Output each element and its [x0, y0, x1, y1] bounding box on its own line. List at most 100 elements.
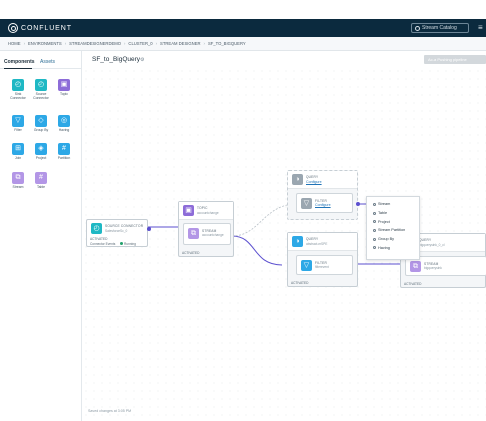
node-type-label: TOPIC [197, 206, 208, 210]
component-filter[interactable]: ▽ Filter [8, 115, 28, 132]
menu-item-stream[interactable]: Stream [367, 200, 419, 209]
node-type-label: SOURCE CONNECTOR [105, 224, 144, 228]
topic-node[interactable]: ▣ TOPIC accountchange [179, 202, 233, 220]
stream-node-right[interactable]: ⧉ STREAM bigquerysink [405, 256, 486, 276]
tab-assets[interactable]: Assets [40, 59, 56, 65]
settings-icon[interactable]: ≡ [478, 23, 483, 32]
breadcrumb-separator: › [155, 41, 158, 46]
table-icon: # [35, 172, 47, 184]
menu-item-table[interactable]: Table [367, 209, 419, 218]
source-connector-node[interactable]: ◴ SOURCE CONNECTOR SalesforceSc_0 ACTIVA… [86, 219, 151, 247]
component-table[interactable]: # Table [31, 172, 51, 189]
node-type-label: FILTER [315, 261, 327, 265]
query-header: ◑ QUERY Configure [288, 171, 357, 189]
stream-icon: ⧉ [188, 228, 199, 239]
component-topic[interactable]: ▣ Topic [54, 79, 74, 96]
breadcrumb-environment[interactable]: STREAMDESIGNERDEMO [69, 41, 122, 46]
connector-status-text: Running [124, 242, 136, 246]
component-label: Topic [60, 92, 68, 96]
menu-item-project[interactable]: Project [367, 217, 419, 226]
running-status-dot [120, 242, 123, 245]
breadcrumb-separator: › [203, 41, 205, 46]
node-name: bigquerysink_0_cl [419, 243, 445, 247]
breadcrumb: HOME› ENVIRONMENTS› STREAMDESIGNERDEMO› … [0, 37, 486, 51]
output-port[interactable] [147, 227, 151, 231]
topic-icon: ▣ [58, 79, 70, 91]
configure-filter-link[interactable]: Configure [315, 203, 331, 207]
component-stream[interactable]: ⧉ Stream [8, 172, 28, 189]
sidebar-tabs: Components Assets [0, 57, 82, 69]
breadcrumb-home[interactable]: HOME [8, 41, 21, 46]
breadcrumb-environments[interactable]: ENVIRONMENTS [27, 41, 62, 46]
component-label: Source Connector [33, 92, 49, 100]
node-type-label: QUERY [419, 238, 432, 242]
stream-catalog-search[interactable]: Stream Catalog [411, 23, 469, 33]
add-component-menu: Stream Table Project Stream Partition Gr… [366, 196, 420, 260]
menu-item-having[interactable]: Having [367, 243, 419, 252]
component-label: Sink Connector [10, 92, 26, 100]
pipeline-canvas[interactable]: SF_to_BigQuery ⚙ Ac-a Pushing pipeline ◴… [82, 51, 486, 421]
components-sidebar: Components Assets ◴ Sink Connector ◴ Sou… [0, 51, 82, 421]
node-state: ACTIVATED [291, 281, 309, 285]
component-having[interactable]: ◎ Having [54, 115, 74, 132]
menu-item-label: Stream Partition [378, 228, 406, 233]
plug-icon: ◴ [91, 223, 102, 234]
component-source-connector[interactable]: ◴ Source Connector [31, 79, 51, 100]
component-label: Join [14, 156, 22, 160]
filter-icon: ▽ [301, 198, 312, 209]
breadcrumb-cluster[interactable]: CLUSTER_0 [128, 41, 153, 46]
component-label: Project [35, 156, 47, 160]
plug-icon: ◴ [12, 79, 24, 91]
menu-item-group-by[interactable]: Group By [367, 235, 419, 244]
tab-components[interactable]: Components [4, 59, 35, 65]
menu-item-label: Table [378, 211, 388, 216]
pipeline-settings-icon[interactable]: ⚙ [140, 57, 145, 63]
output-port[interactable] [356, 202, 360, 206]
node-name: accountchange [197, 211, 219, 215]
node-state: ACTIVATED [404, 282, 422, 286]
query-icon: ◑ [292, 174, 303, 185]
pipeline-connections [148, 203, 400, 266]
connector-status: Running [117, 242, 136, 246]
query-node-right[interactable]: ◑ QUERY bigquerysink_0_cl ⧉ STREAM bigqu… [400, 233, 486, 288]
node-state: ACTIVATED [90, 237, 108, 241]
breadcrumb-separator: › [124, 41, 126, 46]
component-label: Partition [57, 156, 71, 160]
query-header: ◑ QUERY abstract-mSPE [288, 233, 357, 251]
configure-query-link[interactable]: Configure [306, 180, 322, 184]
component-group-by[interactable]: ◇ Group By [31, 115, 51, 132]
breadcrumb-stream-designer[interactable]: STREAM DESIGNER [160, 41, 201, 46]
menu-item-label: Having [378, 245, 390, 250]
filter-icon: ▽ [301, 260, 312, 271]
plug-icon: ◴ [35, 79, 47, 91]
partition-icon: # [58, 143, 70, 155]
having-icon [373, 246, 376, 250]
top-navigation-bar: CONFLUENT Stream Catalog ≡ [0, 19, 486, 37]
node-name: filterevent [315, 265, 329, 269]
pipeline-title: SF_to_BigQuery [92, 56, 141, 63]
component-partition[interactable]: # Partition [54, 143, 74, 160]
node-type-label: FILTER [315, 199, 327, 203]
search-placeholder: Stream Catalog [422, 25, 457, 31]
component-project[interactable]: ◈ Project [31, 143, 51, 160]
node-name: SalesforceSc_0 [105, 229, 128, 233]
activate-pipeline-button[interactable]: Ac-a Pushing pipeline [424, 55, 486, 64]
menu-item-label: Group By [378, 237, 395, 242]
query-node[interactable]: ◑ QUERY abstract-mSPE ▽ FILTER filtereve… [287, 232, 358, 287]
topic-stream-group[interactable]: ▣ TOPIC accountchange ⧉ STREAM accountch… [178, 201, 234, 257]
node-type-label: QUERY [306, 175, 319, 179]
component-sink-connector[interactable]: ◴ Sink Connector [8, 79, 28, 100]
component-join[interactable]: ⊞ Join [8, 143, 28, 160]
stream-node[interactable]: ⧉ STREAM accountchange [183, 223, 231, 245]
confluent-logo[interactable]: CONFLUENT [8, 23, 72, 33]
filter-node-unconfigured[interactable]: ▽ FILTER Configure [296, 193, 353, 213]
filter-node[interactable]: ▽ FILTER filterevent [296, 255, 353, 275]
menu-item-stream-partition[interactable]: Stream Partition [367, 226, 419, 235]
query-node-unconfigured[interactable]: ◑ QUERY Configure ▽ FILTER Configure [287, 170, 360, 220]
connector-events-link[interactable]: Connector Events [90, 242, 116, 246]
stream-icon: ⧉ [410, 261, 421, 272]
join-icon: ⊞ [12, 143, 24, 155]
component-label: Having [58, 128, 70, 132]
filter-icon: ▽ [12, 115, 24, 127]
